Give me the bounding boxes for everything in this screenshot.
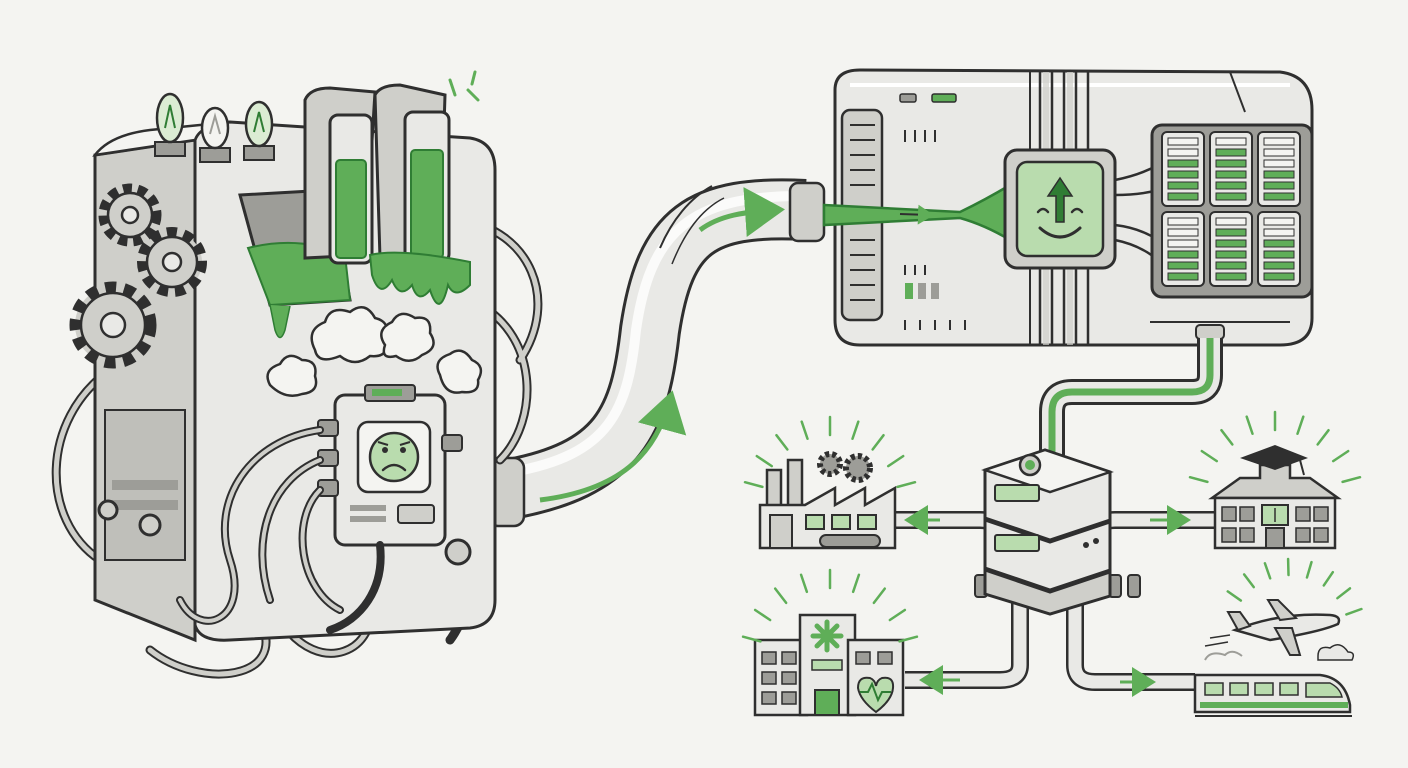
- steam-cloud-icon: [266, 305, 483, 397]
- factory-icon: [758, 451, 897, 550]
- gear-icon: [69, 281, 157, 369]
- train-icon: [1193, 673, 1352, 717]
- airplane-icon: [1204, 599, 1341, 656]
- battery-module: [1209, 131, 1253, 207]
- sad-face-icon: [368, 431, 420, 483]
- legacy-control-box: [317, 384, 463, 547]
- battery-module: [1209, 211, 1253, 287]
- battery-rack: [1161, 131, 1301, 287]
- happy-face-icon: [1036, 207, 1084, 239]
- light-bulb-icon: [199, 106, 231, 163]
- light-bulb-icon: [154, 92, 186, 157]
- gear-icon: [137, 227, 207, 297]
- green-liquid-tank-icon: [303, 70, 480, 305]
- hospital-heart-icon: [753, 613, 905, 717]
- school-graduation-cap-icon: [1208, 445, 1342, 550]
- server-core-unit: [1003, 148, 1117, 270]
- success-rays: [741, 410, 1363, 643]
- downlink-pipe: [1039, 338, 1223, 455]
- flow-arrow-icon: [698, 187, 785, 237]
- battery-module: [1257, 211, 1301, 287]
- up-arrow-icon: [1046, 176, 1074, 223]
- legacy-machine: [51, 70, 543, 679]
- pipe-collar: [788, 181, 826, 243]
- battery-module: [1161, 131, 1205, 207]
- battery-module: [1161, 211, 1205, 287]
- flow-arrow-icon: [539, 390, 687, 503]
- light-bulb-icon: [243, 100, 275, 161]
- gear-icon: [98, 183, 162, 247]
- server-stack-icon: [981, 448, 1114, 616]
- modern-server: [822, 68, 1314, 347]
- battery-module: [1257, 131, 1301, 207]
- airplane-train-icon: [1193, 599, 1355, 717]
